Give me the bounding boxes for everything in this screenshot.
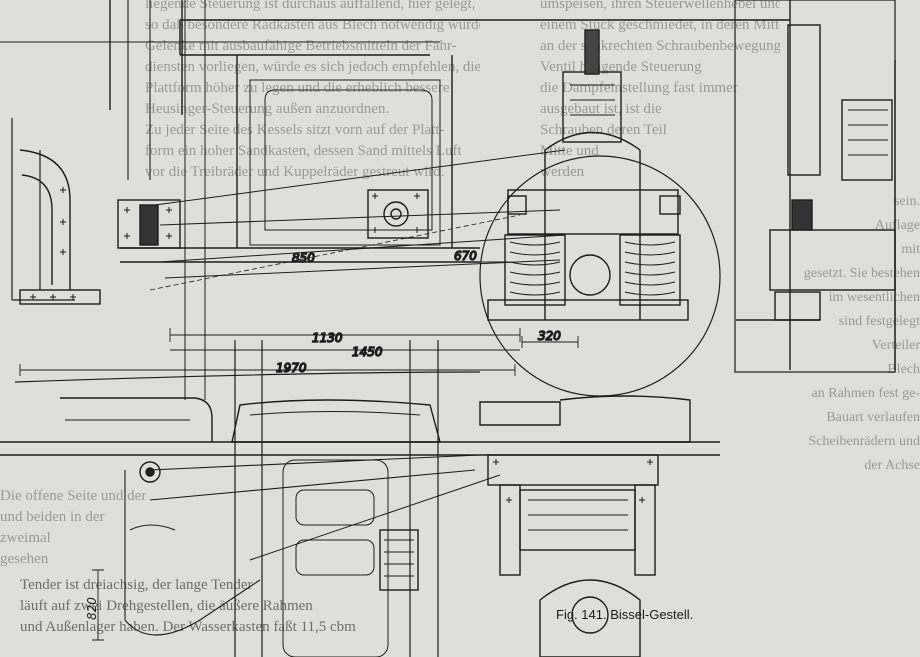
- bleed-text-bottom-left: Die offene Seite und der und beiden in de…: [0, 486, 300, 576]
- bleed-line: Ventil hängende Steuerung: [540, 59, 702, 75]
- bleed-line: Scheibenrädern und: [808, 434, 920, 449]
- bleed-text-top-left: liegende Steuerung ist durchaus auffalle…: [145, 0, 480, 194]
- bleed-line: an der senkrechten Schraubenbewegung das: [540, 38, 780, 54]
- dim-670: 670: [454, 249, 477, 263]
- dim-1970: 1970: [276, 361, 307, 375]
- bleed-line: der Achse: [864, 458, 920, 473]
- dim-1450: 1450: [352, 345, 383, 359]
- bleed-line: gesehen: [0, 551, 49, 567]
- bleed-line: Auflage: [874, 218, 920, 233]
- bleed-line: gesetzt. Sie bestehen: [803, 266, 920, 281]
- bleed-line: mit: [901, 242, 920, 257]
- dim-1130: 1130: [312, 331, 343, 345]
- bleed-line: und beiden in der: [0, 509, 105, 525]
- bleed-line: an Rahmen fest ge-: [811, 386, 920, 401]
- bleed-line: ausgebaut ist, ist die: [540, 101, 662, 117]
- dim-820: 820: [85, 597, 99, 620]
- bleed-line: läuft auf zwei Drehgestellen, die äußere…: [20, 598, 313, 614]
- bleed-line: Tender ist dreiachsig, der lange Tender: [20, 577, 253, 593]
- bleed-line: Verteiler: [871, 338, 920, 353]
- bleed-text-top-right: umspeisen, ihren Steuerwellenhebel und ei…: [540, 0, 780, 194]
- bleed-line: liegende Steuerung ist durchaus auffalle…: [145, 0, 476, 12]
- bleed-line: im wesentlichen: [828, 290, 920, 305]
- bleed-line: diensten vorliegen, würde es sich jedoch…: [145, 59, 480, 75]
- dim-850: 850: [292, 251, 315, 265]
- figure-caption: Fig. 141. Bissel-Gestell.: [556, 607, 694, 622]
- bleed-line: die Dampfeinstellung fast immer: [540, 80, 738, 96]
- bleed-line: Die offene Seite und der: [0, 488, 147, 504]
- bleed-line: Mitte und: [540, 143, 599, 159]
- bleed-line: so daß besondere Radkästen aus Blech not…: [145, 17, 480, 33]
- bleed-line: umspeisen, ihren Steuerwellenhebel und: [540, 0, 780, 12]
- bleed-line: Schrauben deren Teil: [540, 122, 667, 138]
- bleed-line: Heusinger-Steuerung außen anzuordnen.: [145, 101, 390, 117]
- bleed-line: einem Stück geschmiedet, in deren Mitte: [540, 17, 780, 33]
- bleed-text-right-column: sein. Auflage mit gesetzt. Sie bestehen im w…: [795, 190, 920, 630]
- bleed-line: sein.: [893, 194, 920, 209]
- bleed-line: sind festgelegt: [838, 314, 920, 329]
- bleed-line: Zu jeder Seite des Kessels sitzt vorn au…: [145, 122, 445, 138]
- bleed-line: form ein hoher Sandkasten, dessen Sand m…: [145, 143, 462, 159]
- bleed-line: Bauart verlaufen: [826, 410, 920, 425]
- dim-320: 320: [538, 329, 561, 343]
- bleed-line: werden: [540, 164, 585, 180]
- bleed-line: Plattform höher zu legen und die erhebli…: [145, 80, 450, 96]
- bleed-line: zweimal: [0, 530, 51, 546]
